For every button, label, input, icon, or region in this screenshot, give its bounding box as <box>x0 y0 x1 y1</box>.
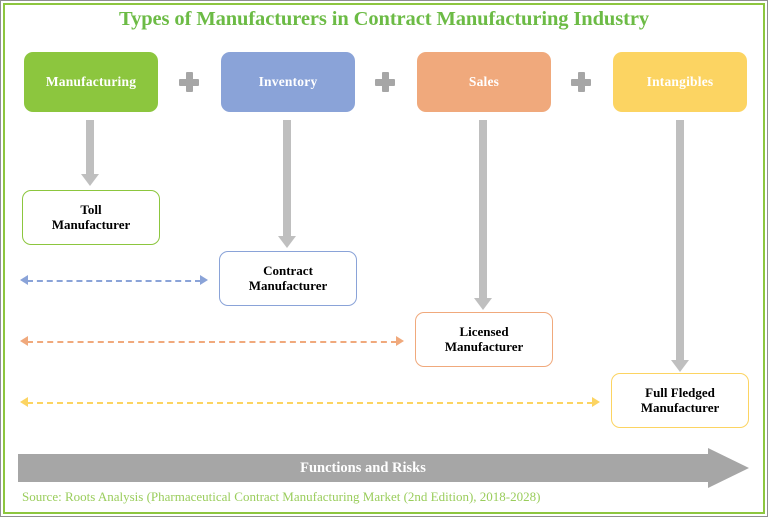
result-label-line1: Licensed <box>459 323 509 339</box>
result-label-line1: Full Fledged <box>645 384 715 400</box>
category-box-manufacturing[interactable]: Manufacturing <box>24 52 158 112</box>
banner-body <box>18 454 708 482</box>
dashed-double-arrow-icon-toll <box>20 275 208 287</box>
dashed-double-arrow-icon-contract <box>20 336 404 348</box>
result-label-line1: Toll <box>80 201 102 217</box>
result-label-line2: Manufacturer <box>51 216 131 232</box>
down-arrow-icon-inventory <box>278 120 296 248</box>
result-label-line2: Manufacturer <box>444 338 524 354</box>
result-label-line2: Manufacturer <box>640 399 720 415</box>
category-label: Manufacturing <box>45 74 137 89</box>
down-arrow-icon-intangibles <box>671 120 689 372</box>
result-box-toll-manufacturer[interactable]: Toll Manufacturer <box>22 190 160 245</box>
category-label: Intangibles <box>646 74 714 89</box>
category-box-sales[interactable]: Sales <box>417 52 551 112</box>
result-box-licensed-manufacturer[interactable]: Licensed Manufacturer <box>415 312 553 367</box>
category-box-inventory[interactable]: Inventory <box>221 52 355 112</box>
category-box-intangibles[interactable]: Intangibles <box>613 52 747 112</box>
plus-icon <box>179 72 199 92</box>
result-label-line1: Contract <box>263 262 313 278</box>
page-title: Types of Manufacturers in Contract Manuf… <box>119 8 649 30</box>
source-note: Source: Roots Analysis (Pharmaceutical C… <box>22 489 541 504</box>
result-box-contract-manufacturer[interactable]: Contract Manufacturer <box>219 251 357 306</box>
down-arrow-icon-sales <box>474 120 492 310</box>
down-arrow-icon-manufacturing <box>81 120 99 186</box>
result-box-full-fledged-manufacturer[interactable]: Full Fledged Manufacturer <box>611 373 749 428</box>
functions-and-risks-banner: Functions and Risks <box>18 448 749 488</box>
category-label: Sales <box>468 74 500 89</box>
result-label-line2: Manufacturer <box>248 277 328 293</box>
category-label: Inventory <box>258 74 318 89</box>
dashed-double-arrow-icon-licensed <box>20 397 600 409</box>
banner-label: Functions and Risks <box>300 459 426 476</box>
plus-icon <box>375 72 395 92</box>
right-arrow-icon <box>708 448 749 488</box>
plus-icon <box>571 72 591 92</box>
